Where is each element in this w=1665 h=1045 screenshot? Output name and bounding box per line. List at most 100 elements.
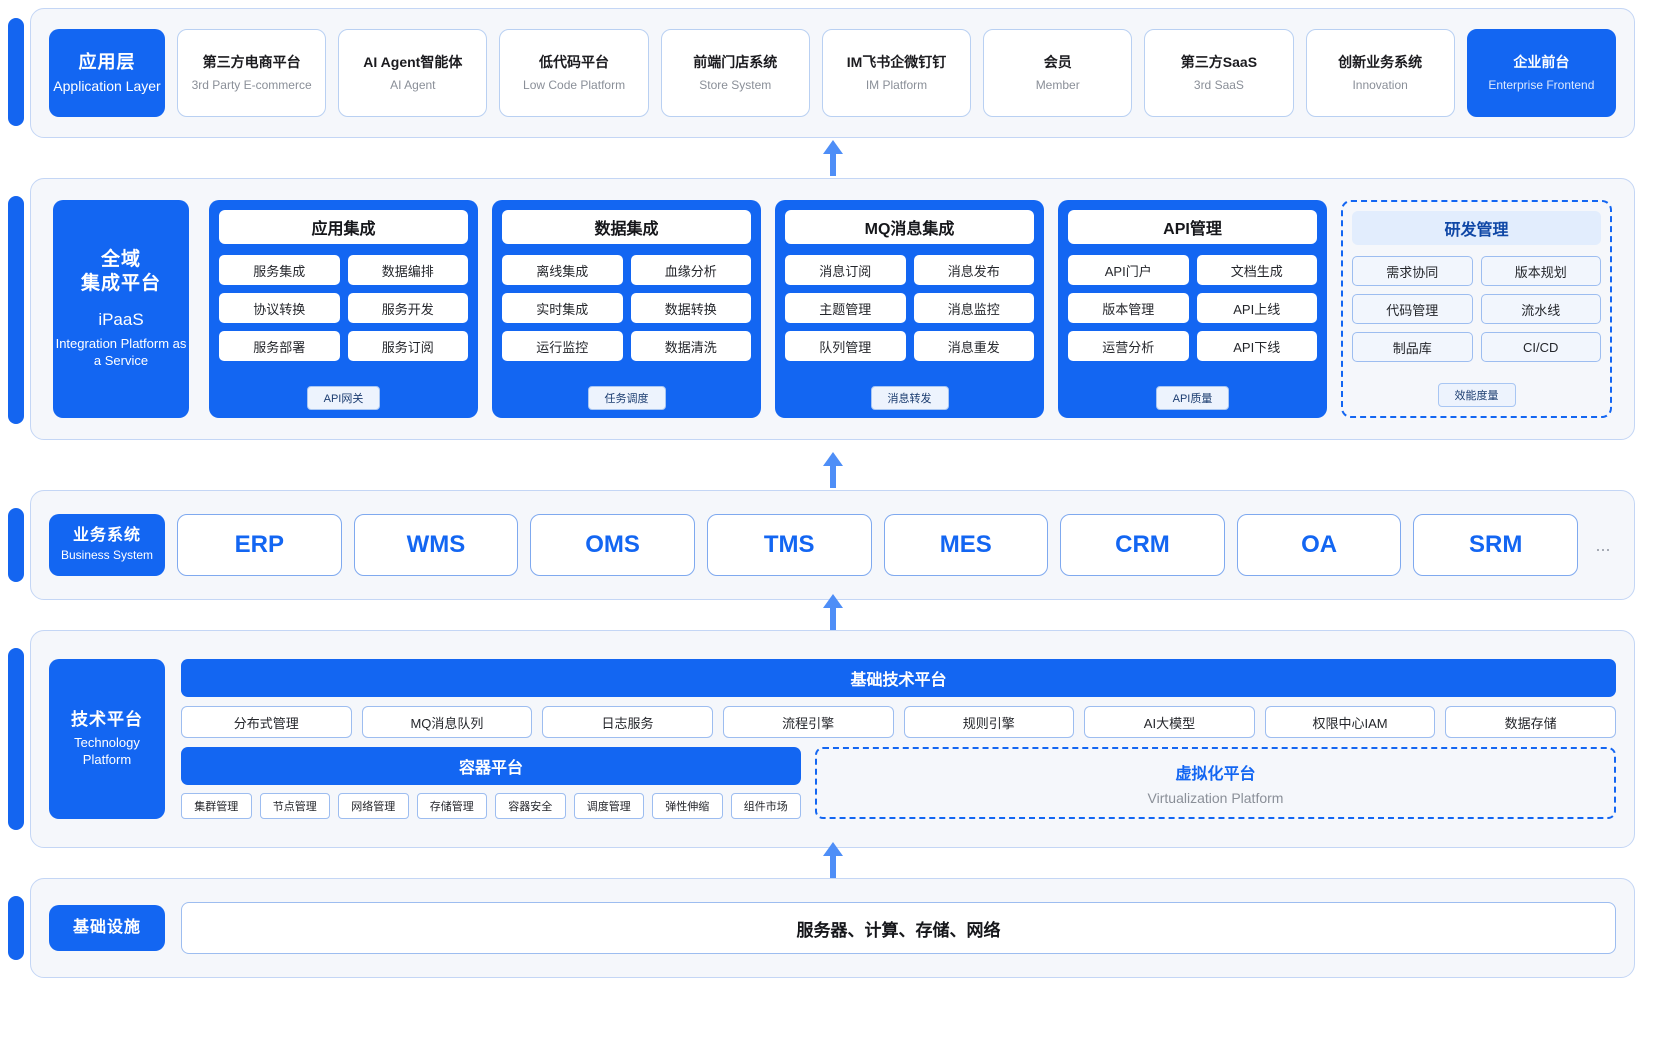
ipaas-pillar-cell[interactable]: 流水线	[1480, 294, 1601, 324]
business-system-card[interactable]: SRM	[1413, 514, 1578, 576]
technology-capability-chip[interactable]: 规则引擎	[903, 706, 1075, 738]
ipaas-pillar-cell[interactable]: 消息监控	[913, 293, 1034, 323]
ipaas-pillar-cell[interactable]: 主题管理	[785, 293, 906, 323]
ipaas-pillar-cell[interactable]: 协议转换	[219, 293, 340, 323]
ipaas-pillar-cell[interactable]: CI/CD	[1480, 332, 1601, 362]
ipaas-pillar-cell[interactable]: 服务部署	[219, 331, 340, 361]
business-system-card[interactable]: WMS	[353, 514, 519, 576]
ipaas-pillar-cell[interactable]: API上线	[1196, 293, 1317, 323]
ipaas-pillar-cell[interactable]: 文档生成	[1196, 255, 1317, 285]
container-capability-chip[interactable]: 集群管理	[181, 793, 252, 819]
arrow-business-to-ipaas	[822, 452, 843, 488]
application-card-title-cn: 第三方SaaS	[1180, 54, 1258, 71]
application-card-title-cn: IM飞书企微钉钉	[846, 54, 947, 71]
ipaas-pillar-cell[interactable]: 服务开发	[347, 293, 468, 323]
technology-capability-chip[interactable]: MQ消息队列	[361, 706, 533, 738]
ipaas-pillar-cell[interactable]: 数据清洗	[630, 331, 751, 361]
application-card[interactable]: 会员 Member	[983, 29, 1133, 117]
ipaas-pillar-cell[interactable]: 运行监控	[502, 331, 623, 361]
application-card-title-cn: 会员	[1043, 54, 1072, 71]
ipaas-pillar-cell[interactable]: 消息重发	[913, 331, 1034, 361]
business-system-card[interactable]: ERP	[177, 514, 342, 576]
ipaas-pillar-cell[interactable]: 数据编排	[347, 255, 468, 285]
application-layer-title: 应用层 Application Layer	[49, 29, 165, 117]
container-capability-chip[interactable]: 节点管理	[259, 793, 330, 819]
container-capability-chip[interactable]: 调度管理	[573, 793, 644, 819]
ipaas-title-line1: 全域	[100, 249, 141, 271]
technology-capability-chip[interactable]: 分布式管理	[181, 706, 352, 738]
ipaas-title-en: Integration Platform as a Service	[55, 335, 187, 368]
ipaas-pillar-cell[interactable]: 制品库	[1352, 332, 1473, 362]
ipaas-pillar-cell[interactable]: 服务订阅	[347, 331, 468, 361]
container-capability-chip[interactable]: 存储管理	[416, 793, 487, 819]
ipaas-pillar-cell[interactable]: 消息订阅	[785, 255, 906, 285]
ipaas-pillar-cell[interactable]: 离线集成	[502, 255, 623, 285]
ipaas-pillar-cell[interactable]: 服务集成	[219, 255, 340, 285]
technology-bottom-row: 容器平台 集群管理节点管理网络管理存储管理容器安全调度管理弹性伸缩组件市场 虚拟…	[181, 747, 1616, 819]
arrow-ipaas-to-application	[822, 140, 843, 176]
business-system-card[interactable]: MES	[883, 514, 1049, 576]
ipaas-pillar-badge[interactable]: 消息转发	[870, 386, 949, 410]
technology-capability-chip[interactable]: 流程引擎	[722, 706, 894, 738]
ipaas-pillar-cell[interactable]: 数据转换	[630, 293, 751, 323]
container-capability-chip[interactable]: 容器安全	[495, 793, 566, 819]
ipaas-pillar-cell[interactable]: API门户	[1068, 255, 1189, 285]
ipaas-pillar-badge[interactable]: 效能度量	[1437, 383, 1516, 407]
container-capability-chip[interactable]: 网络管理	[338, 793, 409, 819]
ipaas-pillar-cell[interactable]: API下线	[1196, 331, 1317, 361]
technology-capability-list: 分布式管理 MQ消息队列日志服务流程引擎规则引擎 AI大模型权限中心IAM 数据存储	[181, 706, 1616, 738]
application-layer-title-cn: 应用层	[78, 51, 136, 72]
technology-capability-chip[interactable]: 权限中心IAM	[1264, 706, 1436, 738]
ipaas-pillar-cell[interactable]: 运营分析	[1068, 331, 1189, 361]
virtualization-platform-block: 虚拟化平台 Virtualization Platform	[815, 747, 1616, 819]
ipaas-layer: 全域 集成平台 iPaaS Integration Platform as a …	[30, 178, 1635, 440]
business-system-ellipsis: ...	[1595, 534, 1611, 555]
ipaas-pillar-cell[interactable]: 版本管理	[1068, 293, 1189, 323]
application-card-title-en: AI Agent	[390, 77, 436, 92]
technology-capability-chip[interactable]: 数据存储	[1445, 706, 1616, 738]
container-capability-chip[interactable]: 组件市场	[730, 793, 801, 819]
application-card-title-en: IM Platform	[865, 77, 928, 92]
ipaas-pillar-cell[interactable]: 版本规划	[1480, 256, 1601, 286]
ipaas-pillar-cell[interactable]: 代码管理	[1352, 294, 1473, 324]
technology-capability-chip[interactable]: AI大模型	[1084, 706, 1255, 738]
ipaas-pillar-title: API管理	[1068, 210, 1317, 244]
application-card-title-cn: 前端门店系统	[693, 54, 778, 71]
ipaas-pillar-cell[interactable]: 消息发布	[913, 255, 1034, 285]
virtualization-title-en: Virtualization Platform	[1147, 790, 1284, 806]
business-system-card[interactable]: TMS	[706, 514, 872, 576]
ipaas-pillar-cell[interactable]: 实时集成	[502, 293, 623, 323]
business-system-card[interactable]: OA	[1236, 514, 1402, 576]
container-capability-chip[interactable]: 弹性伸缩	[652, 793, 723, 819]
business-system-card[interactable]: CRM	[1060, 514, 1225, 576]
ipaas-pillar-cell-grid: 离线集成血缘分析实时集成数据转换运行监控数据清洗	[502, 255, 751, 361]
application-layer-title-en: Application Layer	[53, 78, 161, 95]
ipaas-pillar-cell[interactable]: 血缘分析	[630, 255, 751, 285]
application-card-title-en: Member	[1035, 77, 1080, 92]
rail-infrastructure-layer	[8, 896, 24, 960]
ipaas-pillar-cell[interactable]: 队列管理	[785, 331, 906, 361]
business-system-card[interactable]: OMS	[530, 514, 695, 576]
ipaas-pillar-footer: 效能度量	[1352, 375, 1601, 407]
application-card[interactable]: IM飞书企微钉钉 IM Platform	[821, 29, 972, 117]
ipaas-pillar-cell[interactable]: 需求协同	[1352, 256, 1473, 286]
ipaas-pillar-badge[interactable]: API质量	[1155, 386, 1230, 410]
technology-capability-chip[interactable]: 日志服务	[542, 706, 713, 738]
ipaas-pillar-badge[interactable]: 任务调度	[587, 386, 666, 410]
ipaas-pillar-badge[interactable]: API网关	[306, 386, 381, 410]
container-platform-banner: 容器平台	[181, 747, 801, 785]
